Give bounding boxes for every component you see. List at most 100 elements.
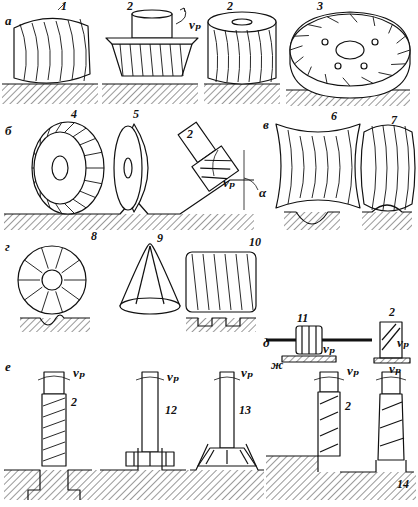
tooth-stroke (258, 30, 262, 82)
figure-label: е (4, 360, 12, 373)
tooth-stroke (86, 168, 104, 169)
tooth-stroke (336, 136, 340, 198)
tooth-stroke (34, 152, 35, 155)
tooth-stroke (288, 130, 292, 204)
tooth-stroke (312, 136, 316, 198)
tooth-stroke (65, 123, 75, 133)
tooth-stroke (247, 30, 251, 82)
tooth-stroke (42, 291, 49, 312)
figure-label: vₚ (396, 336, 410, 349)
tooth-stroke (43, 420, 65, 428)
figure-label: vₚ (166, 370, 180, 383)
tooth-stroke (73, 199, 86, 208)
tooth-stroke (32, 23, 38, 81)
tooth-stroke (269, 30, 273, 82)
callout-number: 2 (226, 0, 234, 12)
tooth-stroke (84, 152, 101, 155)
tooth-stroke (379, 73, 393, 76)
tooth-stroke (325, 74, 327, 83)
tooth-stroke (300, 136, 304, 198)
figure-label: ж (270, 358, 284, 371)
tooth-stroke (56, 248, 63, 269)
tooth-stroke (295, 35, 309, 37)
tooth-stroke (225, 254, 231, 310)
callout-number: 2 (186, 128, 194, 140)
callout-number: 1 (60, 0, 68, 12)
callout-number: 14 (396, 478, 410, 490)
tooth-stroke (43, 442, 65, 450)
figure-label: д (262, 336, 270, 349)
tooth-stroke (43, 409, 65, 417)
tooth-stroke (343, 78, 350, 86)
tooth-stroke (47, 128, 50, 137)
callout-number: 12 (164, 404, 178, 416)
figure-label: vₚ (72, 366, 86, 379)
figure-label: vₚ (322, 342, 336, 355)
tooth-stroke (62, 260, 80, 273)
tooth-stroke (180, 44, 183, 76)
tooth-stroke (236, 254, 242, 310)
tooth-stroke (40, 191, 41, 198)
tooth-stroke (350, 14, 357, 22)
tooth-stroke (348, 130, 352, 204)
tooth-stroke (56, 123, 62, 133)
tooth-stroke (56, 204, 62, 214)
tooth-stroke (290, 46, 303, 50)
tooth-stroke (295, 57, 304, 64)
callout-number: 8 (90, 230, 98, 242)
tooth-stroke (18, 280, 40, 281)
tooth-stroke (68, 20, 74, 80)
tooth-stroke (73, 128, 86, 137)
tooth-stroke (140, 44, 143, 76)
callout-number: 7 (390, 114, 398, 126)
tooth-stroke (160, 44, 163, 76)
tooth-stroke (327, 17, 339, 23)
tooth-stroke (192, 254, 198, 310)
tooth-stroke (130, 44, 133, 76)
tooth-stroke (389, 25, 393, 34)
tooth-stroke (391, 63, 405, 65)
callout-number: 2 (126, 0, 134, 12)
figure-label: г (4, 240, 11, 253)
figure-label: а (4, 14, 13, 27)
tooth-stroke (405, 126, 409, 210)
figure-label: в (262, 118, 270, 131)
tooth-stroke (214, 30, 218, 82)
callout-number: 4 (70, 108, 78, 120)
callout-number: 9 (156, 232, 164, 244)
callout-number: 3 (316, 0, 324, 12)
tooth-stroke (236, 30, 240, 82)
tooth-stroke (25, 287, 43, 300)
tooth-stroke (80, 19, 86, 81)
figure-label: α (258, 186, 267, 199)
tooth-stroke (40, 138, 41, 145)
tooth-stroke (20, 24, 26, 80)
callout-number: 2 (344, 400, 352, 412)
tooth-stroke (34, 180, 35, 183)
callout-number: 11 (296, 312, 309, 324)
tooth-stroke (80, 138, 96, 145)
callout-number: 2 (70, 396, 78, 408)
tooth-stroke (397, 36, 406, 43)
figure-label: vₚ (222, 176, 236, 189)
figure-label: vₚ (346, 364, 360, 377)
tooth-stroke (170, 44, 173, 76)
figure-label: vₚ (388, 362, 402, 375)
tooth-stroke (32, 168, 34, 169)
tooth-stroke (362, 77, 374, 83)
tooth-stroke (120, 44, 123, 76)
tooth-stroke (308, 25, 322, 28)
callout-number: 6 (330, 110, 338, 122)
tooth-stroke (56, 291, 63, 312)
tooth-stroke (84, 180, 101, 183)
tooth-stroke (203, 254, 209, 310)
figure-label: б (4, 124, 13, 137)
callout-number: 10 (248, 236, 262, 248)
tooth-stroke (43, 453, 65, 461)
callout-number: 2 (388, 306, 396, 318)
tooth-stroke (44, 22, 50, 80)
tooth-stroke (247, 254, 253, 310)
tooth-stroke (25, 260, 43, 273)
tooth-stroke (308, 67, 312, 76)
